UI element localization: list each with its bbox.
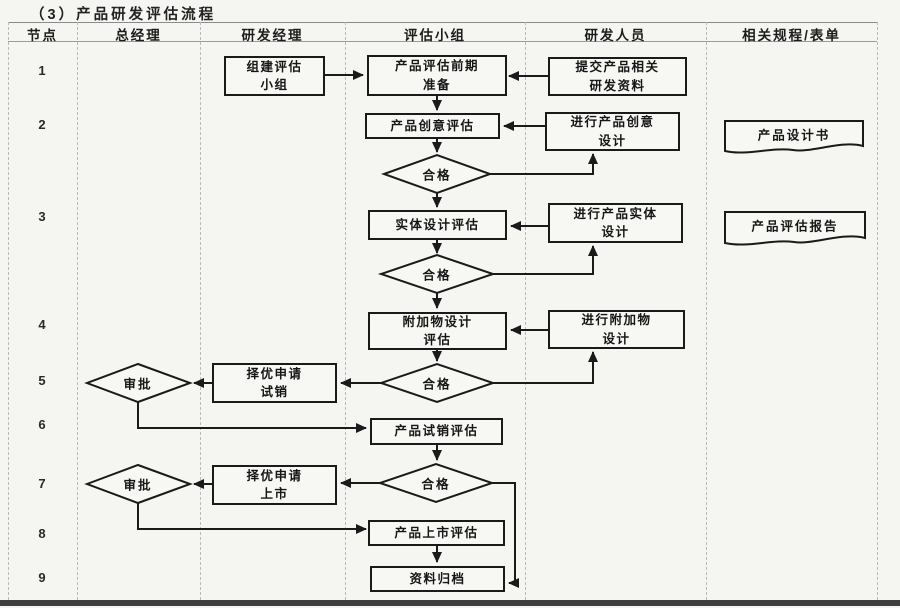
column-line bbox=[706, 22, 707, 600]
decision-qualified-1-label: 合格 bbox=[422, 168, 452, 183]
column-header-rd-staff: 研发人员 bbox=[584, 28, 647, 43]
process-addon-design: 进行附加物 设计 bbox=[548, 310, 685, 349]
process-entity-eval: 实体设计评估 bbox=[368, 210, 507, 240]
decision-approve-1-label: 审批 bbox=[123, 377, 153, 392]
column-header-eval-team: 评估小组 bbox=[404, 28, 466, 43]
document-eval-report bbox=[724, 211, 866, 246]
decision-qualified-3 bbox=[377, 362, 497, 404]
process-addon-eval: 附加物设计 评估 bbox=[368, 312, 507, 350]
decision-qualified-4 bbox=[376, 462, 496, 504]
node-number-3: 3 bbox=[38, 209, 46, 224]
arrow-approve1-to-trialeval bbox=[137, 402, 367, 433]
document-design-book-label: 产品设计书 bbox=[757, 128, 831, 143]
decision-approve-1 bbox=[84, 362, 193, 404]
arrow-qualified2-loop-entitydesign bbox=[493, 245, 598, 275]
decision-approve-2-label: 审批 bbox=[123, 478, 153, 493]
node-number-9: 9 bbox=[38, 570, 46, 585]
table-top-border bbox=[8, 22, 877, 23]
decision-approve-2 bbox=[84, 463, 193, 505]
arrow-qualified3-loop-addondesign bbox=[493, 351, 598, 384]
document-design-book bbox=[724, 120, 864, 154]
column-header-general-manager: 总经理 bbox=[115, 28, 162, 43]
node-number-8: 8 bbox=[38, 526, 46, 541]
node-number-1: 1 bbox=[38, 63, 46, 78]
node-number-5: 5 bbox=[38, 373, 46, 388]
process-build-team: 组建评估 小组 bbox=[224, 56, 325, 96]
decision-qualified-3-label: 合格 bbox=[422, 377, 452, 392]
node-number-4: 4 bbox=[38, 317, 46, 332]
column-line bbox=[8, 22, 9, 600]
page-title: （3）产品研发评估流程 bbox=[30, 7, 217, 23]
process-pre-eval: 产品评估前期 准备 bbox=[367, 55, 507, 96]
node-number-7: 7 bbox=[38, 476, 46, 491]
process-entity-design: 进行产品实体 设计 bbox=[548, 203, 683, 243]
column-line bbox=[200, 22, 201, 600]
arrow-qualified4-loop-archive bbox=[492, 482, 519, 588]
column-line bbox=[77, 22, 78, 600]
arrow-qualified1-loop-ideadesign bbox=[490, 153, 598, 175]
process-archive: 资料归档 bbox=[370, 566, 505, 592]
process-trial-eval: 产品试销评估 bbox=[370, 418, 503, 445]
column-line bbox=[345, 22, 346, 600]
process-submit-materials: 提交产品相关 研发资料 bbox=[548, 57, 687, 96]
column-header-node: 节点 bbox=[27, 28, 58, 43]
column-line bbox=[877, 22, 878, 600]
arrow-approve2-to-launcheval bbox=[137, 503, 367, 534]
header-divider bbox=[8, 41, 877, 42]
table-bottom-border bbox=[0, 600, 900, 606]
column-line bbox=[525, 22, 526, 600]
column-header-rd-manager: 研发经理 bbox=[241, 28, 304, 43]
node-number-6: 6 bbox=[38, 417, 46, 432]
column-header-related-docs: 相关规程/表单 bbox=[742, 28, 841, 43]
document-eval-report-label: 产品评估报告 bbox=[751, 219, 839, 234]
decision-qualified-2 bbox=[377, 253, 497, 295]
process-apply-trial: 择优申请 试销 bbox=[212, 363, 337, 403]
process-apply-launch: 择优申请 上市 bbox=[212, 465, 337, 505]
process-launch-eval: 产品上市评估 bbox=[368, 520, 505, 546]
decision-qualified-1 bbox=[381, 153, 493, 195]
decision-qualified-4-label: 合格 bbox=[421, 477, 451, 492]
process-idea-design: 进行产品创意 设计 bbox=[545, 112, 680, 151]
node-number-2: 2 bbox=[38, 117, 46, 132]
decision-qualified-2-label: 合格 bbox=[422, 268, 452, 283]
process-idea-eval: 产品创意评估 bbox=[365, 113, 500, 139]
